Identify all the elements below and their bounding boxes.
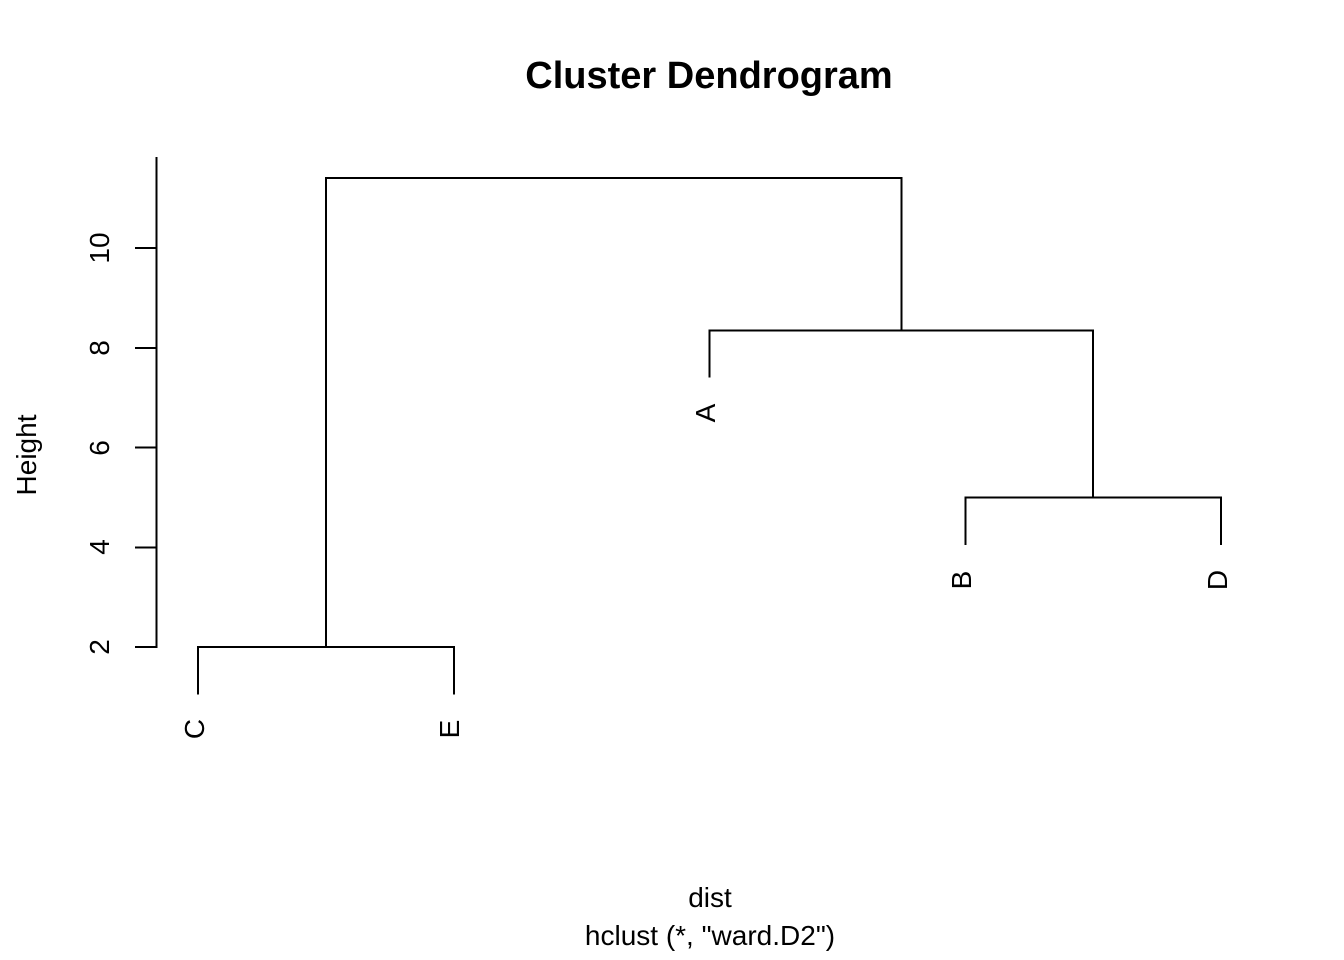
- leaf-label-c: C: [178, 719, 210, 740]
- y-tick-label-6: 6: [84, 439, 115, 456]
- cluster-link: [324, 177, 903, 647]
- y-tick-label-4: 4: [84, 539, 115, 556]
- cluster-link: [964, 496, 1222, 545]
- cluster-link: [708, 329, 1095, 498]
- x-axis-title: dist: [688, 882, 732, 913]
- leaf-label-d: D: [1201, 569, 1233, 590]
- leaf-label-a: A: [690, 403, 721, 423]
- y-tick-label-8: 8: [84, 339, 115, 356]
- leaf-label-b: B: [945, 570, 977, 590]
- x-axis-caption: dist hclust (*, "ward.D2"): [585, 879, 835, 955]
- cluster-link: [197, 646, 455, 695]
- y-tick-label-10: 10: [84, 232, 115, 264]
- leaf-label-e: E: [434, 720, 466, 739]
- y-tick-label-2: 2: [84, 639, 115, 655]
- clustering-method-caption: hclust (*, "ward.D2"): [584, 920, 836, 951]
- plot-title: Cluster Dendrogram: [525, 55, 893, 97]
